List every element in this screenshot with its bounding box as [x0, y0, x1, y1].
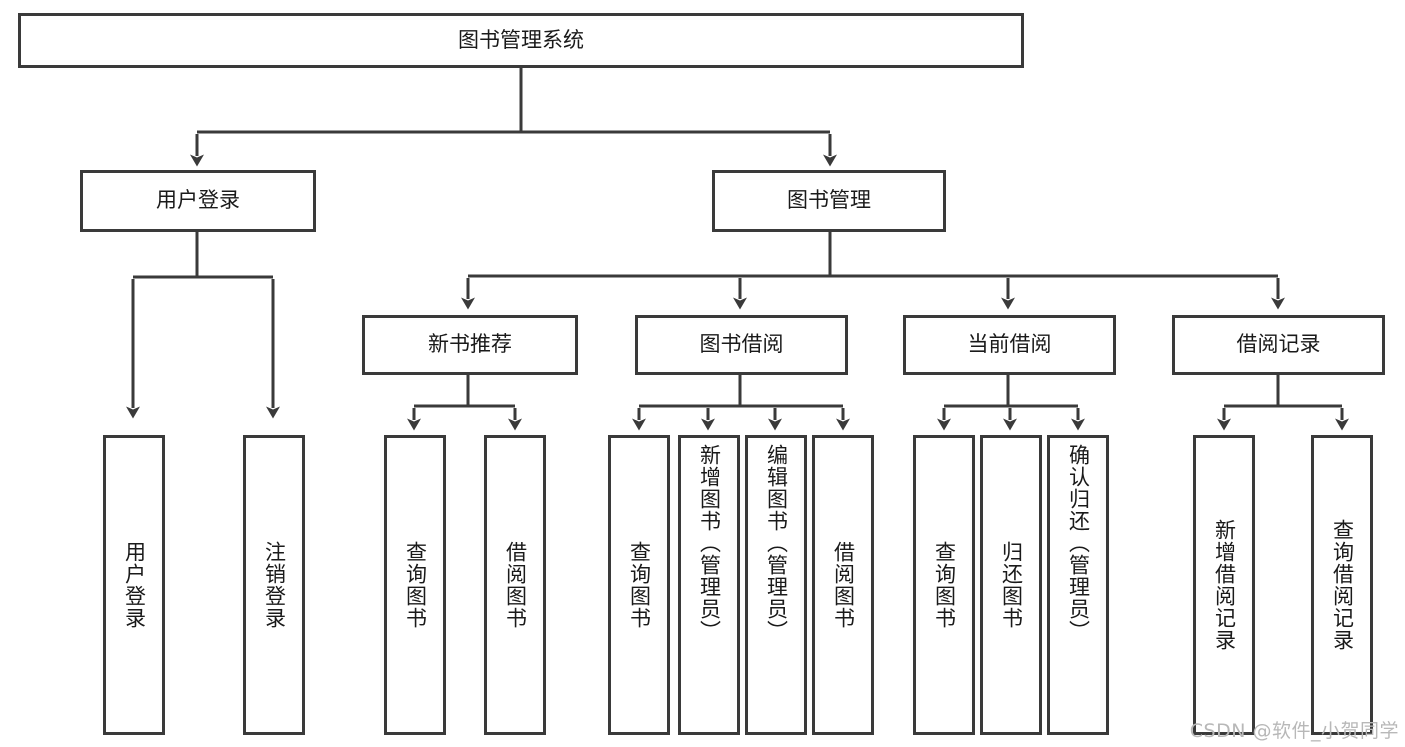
node-label: 用户登录: [122, 541, 147, 629]
node-borrow-record[interactable]: 借阅记录: [1172, 315, 1385, 375]
node-current-borrow[interactable]: 当前借阅: [903, 315, 1116, 375]
leaf-add-book-admin[interactable]: 新增图书（管理员）: [678, 435, 740, 735]
node-label: 查询图书: [932, 541, 957, 629]
leaf-borrow-book-recommend[interactable]: 借阅图书: [484, 435, 546, 735]
node-label: 借阅记录: [1236, 332, 1321, 357]
node-label: 编辑图书（管理员）: [764, 444, 789, 642]
leaf-borrow-book[interactable]: 借阅图书: [812, 435, 874, 735]
node-book-management-system[interactable]: 图书管理系统: [18, 13, 1024, 68]
leaf-query-book-current[interactable]: 查询图书: [913, 435, 975, 735]
node-label: 图书管理系统: [458, 27, 584, 52]
node-label: 查询图书: [627, 541, 652, 629]
node-label: 图书借阅: [699, 332, 784, 357]
node-new-book-recommend[interactable]: 新书推荐: [362, 315, 578, 375]
node-label: 确认归还（管理员）: [1066, 444, 1091, 642]
node-label: 新增借阅记录: [1212, 519, 1237, 651]
node-user-login[interactable]: 用户登录: [80, 170, 316, 232]
leaf-user-login[interactable]: 用户登录: [103, 435, 165, 735]
node-label: 新增图书（管理员）: [697, 444, 722, 642]
leaf-add-borrow-record[interactable]: 新增借阅记录: [1193, 435, 1255, 735]
leaf-confirm-return-admin[interactable]: 确认归还（管理员）: [1047, 435, 1109, 735]
node-label: 用户登录: [156, 188, 240, 213]
csdn-watermark: CSDN @软件_小贺同学: [1189, 720, 1399, 742]
leaf-query-book-recommend[interactable]: 查询图书: [384, 435, 446, 735]
node-label: 图书管理: [787, 188, 871, 213]
node-label: 查询图书: [403, 541, 428, 629]
node-label: 借阅图书: [831, 541, 856, 629]
node-label: 新书推荐: [428, 332, 512, 357]
node-book-management[interactable]: 图书管理: [712, 170, 946, 232]
node-label: 查询借阅记录: [1330, 519, 1355, 651]
leaf-edit-book-admin[interactable]: 编辑图书（管理员）: [745, 435, 807, 735]
leaf-return-book[interactable]: 归还图书: [980, 435, 1042, 735]
leaf-query-book-borrow[interactable]: 查询图书: [608, 435, 670, 735]
leaf-logout-login[interactable]: 注销登录: [243, 435, 305, 735]
node-label: 注销登录: [262, 541, 287, 629]
node-label: 借阅图书: [503, 541, 528, 629]
node-book-borrow[interactable]: 图书借阅: [635, 315, 848, 375]
node-label: 当前借阅: [967, 332, 1052, 357]
leaf-query-borrow-record[interactable]: 查询借阅记录: [1311, 435, 1373, 735]
node-label: 归还图书: [999, 541, 1024, 629]
